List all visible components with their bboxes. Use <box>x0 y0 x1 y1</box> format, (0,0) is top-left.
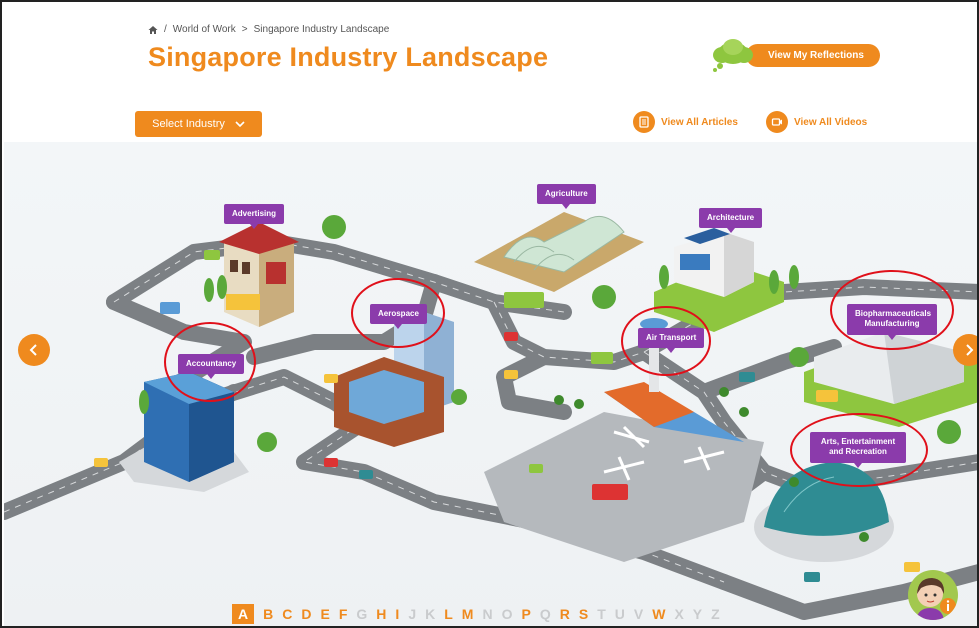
select-industry-label: Select Industry <box>152 118 225 130</box>
chevron-left-icon <box>29 344 37 356</box>
label-air-transport[interactable]: Air Transport <box>638 328 705 354</box>
label-biopharmaceuticals-manufacturing[interactable]: Biopharmaceuticals Manufacturing <box>847 304 937 340</box>
letter-w[interactable]: W <box>652 606 666 622</box>
letter-c[interactable]: C <box>282 606 293 622</box>
letter-y: Y <box>692 606 703 622</box>
view-all-articles-link[interactable]: View All Articles <box>633 111 738 133</box>
letter-a[interactable]: A <box>232 604 255 624</box>
letter-m[interactable]: M <box>461 606 474 622</box>
help-avatar-button[interactable] <box>908 570 958 620</box>
next-button[interactable] <box>953 334 977 366</box>
view-reflections-button[interactable]: View My Reflections <box>708 37 880 73</box>
label-aerospace[interactable]: Aerospace <box>370 304 427 330</box>
breadcrumb-current: Singapore Industry Landscape <box>253 24 390 35</box>
articles-icon <box>633 111 655 133</box>
letter-r[interactable]: R <box>559 606 570 622</box>
letter-n: N <box>482 606 493 622</box>
letter-d[interactable]: D <box>301 606 312 622</box>
letter-e[interactable]: E <box>320 606 330 622</box>
letter-v: V <box>633 606 644 622</box>
alphabet-filter: A B C D E F G H I J K L M N O P Q R S T … <box>232 604 720 624</box>
breadcrumb-separator: / <box>164 24 167 35</box>
view-all-videos-label: View All Videos <box>794 116 868 128</box>
industry-map[interactable]: Advertising Agriculture Architecture Aer… <box>4 142 977 626</box>
letter-f[interactable]: F <box>338 606 348 622</box>
letter-s[interactable]: S <box>578 606 589 622</box>
chevron-right-icon <box>966 344 974 356</box>
letter-q: Q <box>539 606 551 622</box>
letter-p[interactable]: P <box>521 606 531 622</box>
previous-button[interactable] <box>18 334 50 366</box>
breadcrumb: / World of Work > Singapore Industry Lan… <box>148 24 389 35</box>
letter-g: G <box>356 606 368 622</box>
letter-l[interactable]: L <box>444 606 453 622</box>
chevron-down-icon <box>235 121 245 127</box>
label-arts-entertainment-recreation[interactable]: Arts, Entertainment and Recreation <box>810 432 906 468</box>
breadcrumb-separator: > <box>241 24 248 35</box>
view-all-videos-link[interactable]: View All Videos <box>766 111 867 133</box>
letter-h[interactable]: H <box>376 606 387 622</box>
select-industry-dropdown[interactable]: Select Industry <box>135 111 262 137</box>
avatar-info-icon <box>916 578 956 620</box>
video-icon <box>766 111 788 133</box>
label-advertising[interactable]: Advertising <box>224 204 285 230</box>
home-icon[interactable] <box>148 25 158 35</box>
letter-k: K <box>425 606 436 622</box>
thought-cloud-icon <box>713 39 753 72</box>
view-all-articles-label: View All Articles <box>661 116 738 128</box>
letter-u: U <box>614 606 625 622</box>
breadcrumb-world-of-work[interactable]: World of Work <box>172 24 236 35</box>
letter-o: O <box>501 606 513 622</box>
label-agriculture[interactable]: Agriculture <box>537 184 596 210</box>
letter-b[interactable]: B <box>263 606 274 622</box>
letter-z: Z <box>711 606 720 622</box>
view-reflections-label: View My Reflections <box>746 43 880 67</box>
letter-j: J <box>408 606 417 622</box>
letter-t: T <box>597 606 606 622</box>
letter-x: X <box>674 606 684 622</box>
label-architecture[interactable]: Architecture <box>699 208 763 234</box>
label-accountancy[interactable]: Accountancy <box>178 354 245 380</box>
letter-i[interactable]: I <box>395 606 400 622</box>
page-title: Singapore Industry Landscape <box>148 42 549 72</box>
map-illustration <box>4 212 977 620</box>
